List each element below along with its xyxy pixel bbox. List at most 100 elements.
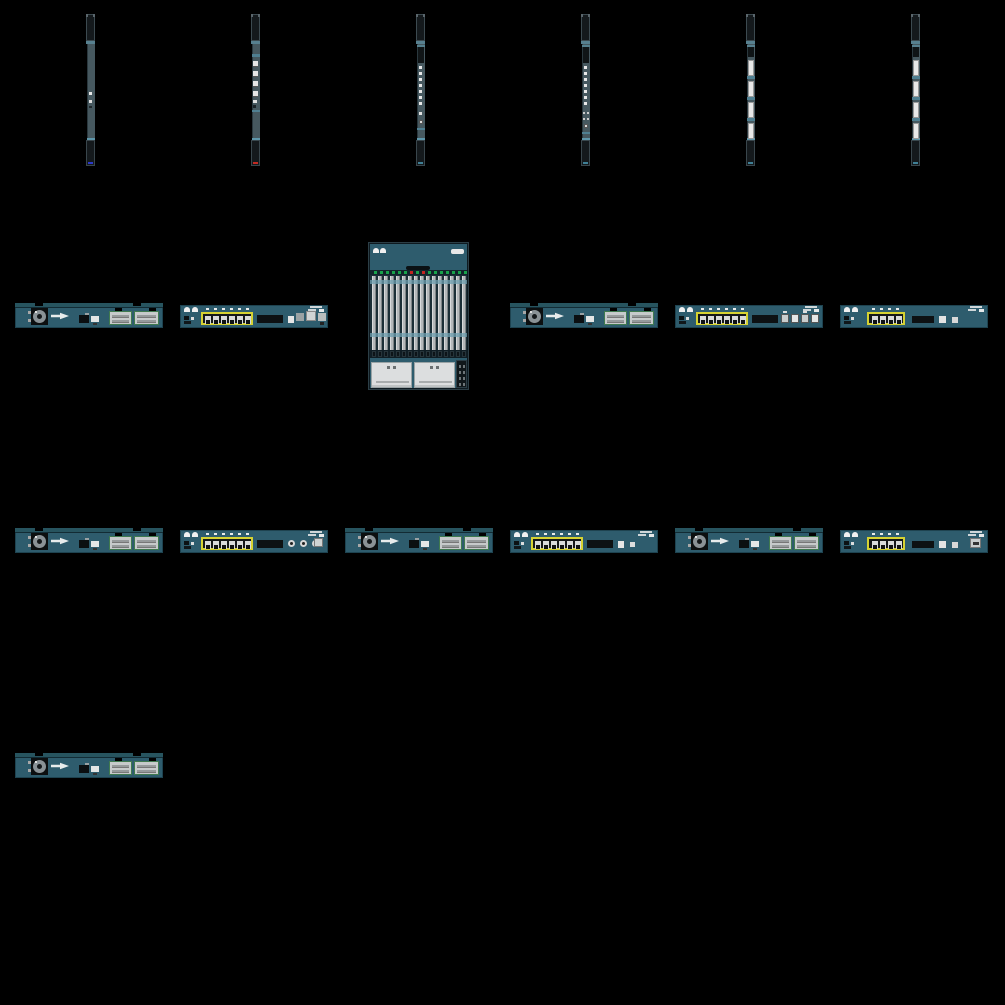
- connector-mark: [588, 323, 592, 325]
- arrow-icon: [51, 312, 69, 320]
- rj45-port-slot: [206, 545, 210, 549]
- label-tick: [246, 533, 249, 535]
- module-slot: [137, 320, 156, 323]
- brand-text-mark: [979, 309, 984, 312]
- cisco-logo-icon: [514, 531, 529, 537]
- card-guide: [402, 351, 406, 357]
- rj45-port-slot: [238, 320, 242, 324]
- line-card: [408, 276, 412, 351]
- rack-router-rear-3: [15, 528, 163, 553]
- vertical-device-2: [249, 14, 262, 168]
- module-slot: [137, 770, 156, 773]
- top-rail: [675, 528, 823, 533]
- connector-mark: [85, 313, 89, 315]
- led-dot: [583, 118, 585, 120]
- rj45-port-slot: [206, 320, 210, 324]
- line-card: [438, 276, 442, 351]
- brand-text-mark: [310, 306, 322, 308]
- rail-tab: [133, 753, 141, 756]
- psu-dot: [393, 366, 396, 369]
- rj45-port: [559, 541, 565, 549]
- brand-text-mark: [970, 531, 982, 533]
- card-guide: [462, 351, 466, 357]
- module-slot: [772, 540, 789, 543]
- card-band: [370, 333, 467, 337]
- rj45-port-slot: [709, 320, 713, 324]
- port-group-6: [201, 537, 253, 550]
- module-slot: [137, 540, 156, 543]
- line-card: [414, 276, 418, 351]
- logo-bump: [192, 532, 198, 537]
- vertical-device-4: [579, 14, 592, 168]
- rj45-port-slot: [897, 320, 901, 324]
- port-module: [253, 71, 258, 77]
- connector-mark: [93, 773, 97, 775]
- handle: [406, 266, 430, 270]
- module-slot: [442, 540, 459, 543]
- module-slot: [467, 545, 486, 548]
- top-pin-right: [423, 14, 425, 17]
- logo-bump: [679, 307, 685, 312]
- card-guide: [432, 351, 436, 357]
- rack-router-front-4: [180, 528, 328, 553]
- module-slot: [137, 765, 156, 768]
- port-group-6: [201, 312, 253, 325]
- rj45-port: [880, 316, 886, 324]
- rj45-port: [716, 316, 722, 324]
- rj45-port: [740, 316, 746, 324]
- brand-text-mark: [319, 534, 324, 537]
- power-supply: [371, 362, 412, 388]
- panel-mark: [89, 106, 92, 108]
- band: [747, 118, 755, 121]
- fan-hub: [697, 539, 702, 544]
- aux-port: [184, 546, 191, 549]
- top-pin-right: [258, 14, 260, 17]
- brand-text-mark: [968, 309, 976, 311]
- rj45-port-slot: [717, 320, 721, 324]
- mini-module: [801, 314, 809, 323]
- band: [912, 118, 920, 121]
- module-slot: [632, 315, 651, 318]
- dark-panel: [748, 47, 754, 57]
- slot-cover: [912, 316, 934, 323]
- mid-band: [747, 138, 755, 140]
- led-dot: [851, 317, 854, 320]
- card-guide: [408, 351, 412, 357]
- label-tick: [725, 308, 728, 310]
- fan-glint: [35, 761, 37, 763]
- mini-module: [791, 314, 799, 323]
- band: [417, 128, 425, 130]
- label-tick: [733, 308, 736, 310]
- label-tick: [206, 308, 209, 310]
- bottom-cap: [911, 140, 920, 166]
- module-slot: [112, 770, 129, 773]
- gray-connector: [318, 313, 326, 321]
- label-tick: [222, 533, 225, 535]
- rail-tab: [628, 303, 636, 306]
- white-connector: [618, 541, 624, 548]
- line-card: [384, 276, 388, 351]
- white-connector: [586, 316, 594, 322]
- white-connector: [751, 541, 759, 547]
- led-green: [392, 271, 395, 274]
- rj45-port-slot: [214, 545, 218, 549]
- round-connector: [300, 540, 307, 547]
- top-rail: [345, 528, 493, 533]
- button-dot: [584, 124, 588, 128]
- mini-module: [781, 314, 789, 323]
- console-port: [844, 541, 849, 545]
- brand-text-mark: [805, 306, 817, 308]
- bottom-stripe: [748, 162, 753, 164]
- blank-module: [748, 60, 754, 76]
- label-tick: [888, 533, 891, 535]
- led-green: [428, 271, 431, 274]
- fan-tab: [28, 319, 31, 322]
- fan-housing: [691, 533, 708, 550]
- top-pin-right: [588, 14, 590, 17]
- port-module: [253, 81, 258, 87]
- rack-router-rear-2: [510, 303, 658, 328]
- vertical-device-1: [84, 14, 97, 168]
- fan-hub: [37, 764, 42, 769]
- rj45-port: [880, 541, 886, 549]
